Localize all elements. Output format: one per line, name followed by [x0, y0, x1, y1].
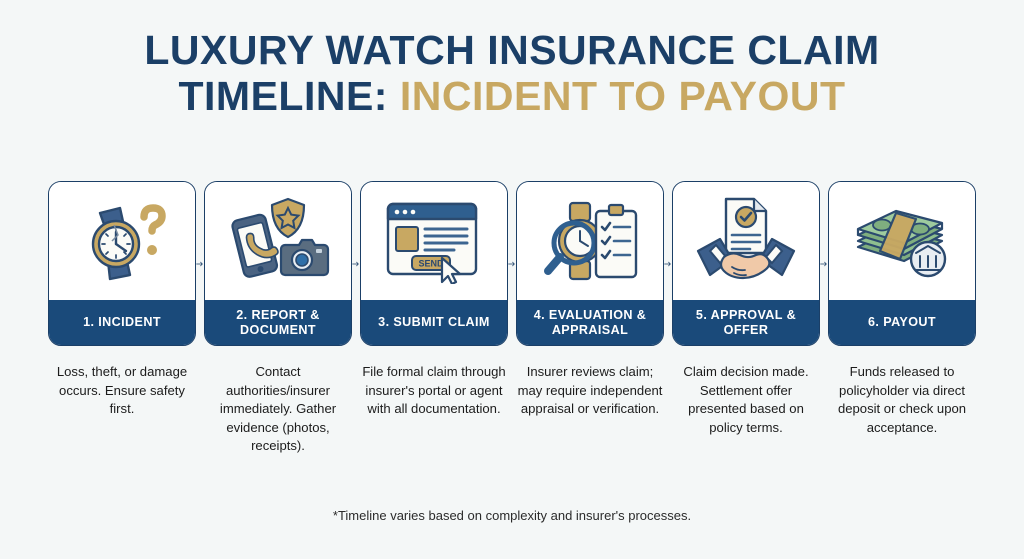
send-button-label: SEND	[418, 259, 444, 269]
timeline-step-1[interactable]: 1. INCIDENT Loss, theft, or damage occur…	[48, 181, 196, 419]
step-card-1[interactable]: 1. INCIDENT	[48, 181, 196, 346]
step-label-1: 1. INCIDENT	[49, 300, 195, 345]
phone-badge-camera-icon	[205, 182, 351, 300]
step-card-4[interactable]: 4. EVALUATION & APPRAISAL	[516, 181, 664, 346]
cash-stack-bank-icon	[829, 182, 975, 300]
claim-timeline: 1. INCIDENT Loss, theft, or damage occur…	[48, 181, 976, 456]
step-card-2[interactable]: 2. REPORT & DOCUMENT	[204, 181, 352, 346]
timeline-step-3[interactable]: SEND 3. SUBMIT CLAIM File formal claim t…	[360, 181, 508, 419]
title-line-1: LUXURY WATCH INSURANCE CLAIM	[144, 27, 880, 73]
broken-watch-question-icon	[49, 182, 195, 300]
step-label-3: 3. SUBMIT CLAIM	[361, 300, 507, 345]
handshake-approved-document-icon	[673, 182, 819, 300]
step-card-6[interactable]: 6. PAYOUT	[828, 181, 976, 346]
step-label-4: 4. EVALUATION & APPRAISAL	[517, 300, 663, 345]
timeline-step-5[interactable]: 5. APPROVAL & OFFER Claim decision made.…	[672, 181, 820, 437]
arrow-right-icon-1	[196, 181, 204, 346]
arrow-right-icon-5	[820, 181, 828, 346]
step-description-2: Contact authorities/insurer immediately.…	[219, 364, 337, 454]
step-description-6: Funds released to policyholder via direc…	[837, 364, 967, 435]
title-line-2: TIMELINE: INCIDENT TO PAYOUT	[0, 72, 1024, 120]
step-label-2: 2. REPORT & DOCUMENT	[205, 300, 351, 345]
title-line-2-navy: TIMELINE:	[178, 72, 388, 119]
step-label-6: 6. PAYOUT	[829, 300, 975, 345]
magnifier-watch-checklist-icon	[517, 182, 663, 300]
page-title: LUXURY WATCH INSURANCE CLAIM TIMELINE: I…	[0, 0, 1024, 120]
step-description-1: Loss, theft, or damage occurs. Ensure sa…	[56, 364, 188, 417]
step-description-4: Insurer reviews claim; may require indep…	[517, 364, 663, 417]
timeline-step-2[interactable]: 2. REPORT & DOCUMENT Contact authorities…	[204, 181, 352, 456]
timeline-step-6[interactable]: 6. PAYOUT Funds released to policyholder…	[828, 181, 976, 437]
step-card-3[interactable]: SEND 3. SUBMIT CLAIM	[360, 181, 508, 346]
step-label-5: 5. APPROVAL & OFFER	[673, 300, 819, 345]
online-form-send-icon: SEND	[361, 182, 507, 300]
arrow-right-icon-3	[508, 181, 516, 346]
timeline-footnote: *Timeline varies based on complexity and…	[332, 508, 692, 523]
arrow-right-icon-4	[664, 181, 672, 346]
timeline-step-4[interactable]: 4. EVALUATION & APPRAISAL Insurer review…	[516, 181, 664, 419]
title-line-2-gold: INCIDENT TO PAYOUT	[399, 72, 846, 119]
step-card-5[interactable]: 5. APPROVAL & OFFER	[672, 181, 820, 346]
step-description-3: File formal claim through insurer's port…	[362, 364, 506, 417]
arrow-right-icon-2	[352, 181, 360, 346]
step-description-5: Claim decision made. Settlement offer pr…	[683, 364, 809, 435]
